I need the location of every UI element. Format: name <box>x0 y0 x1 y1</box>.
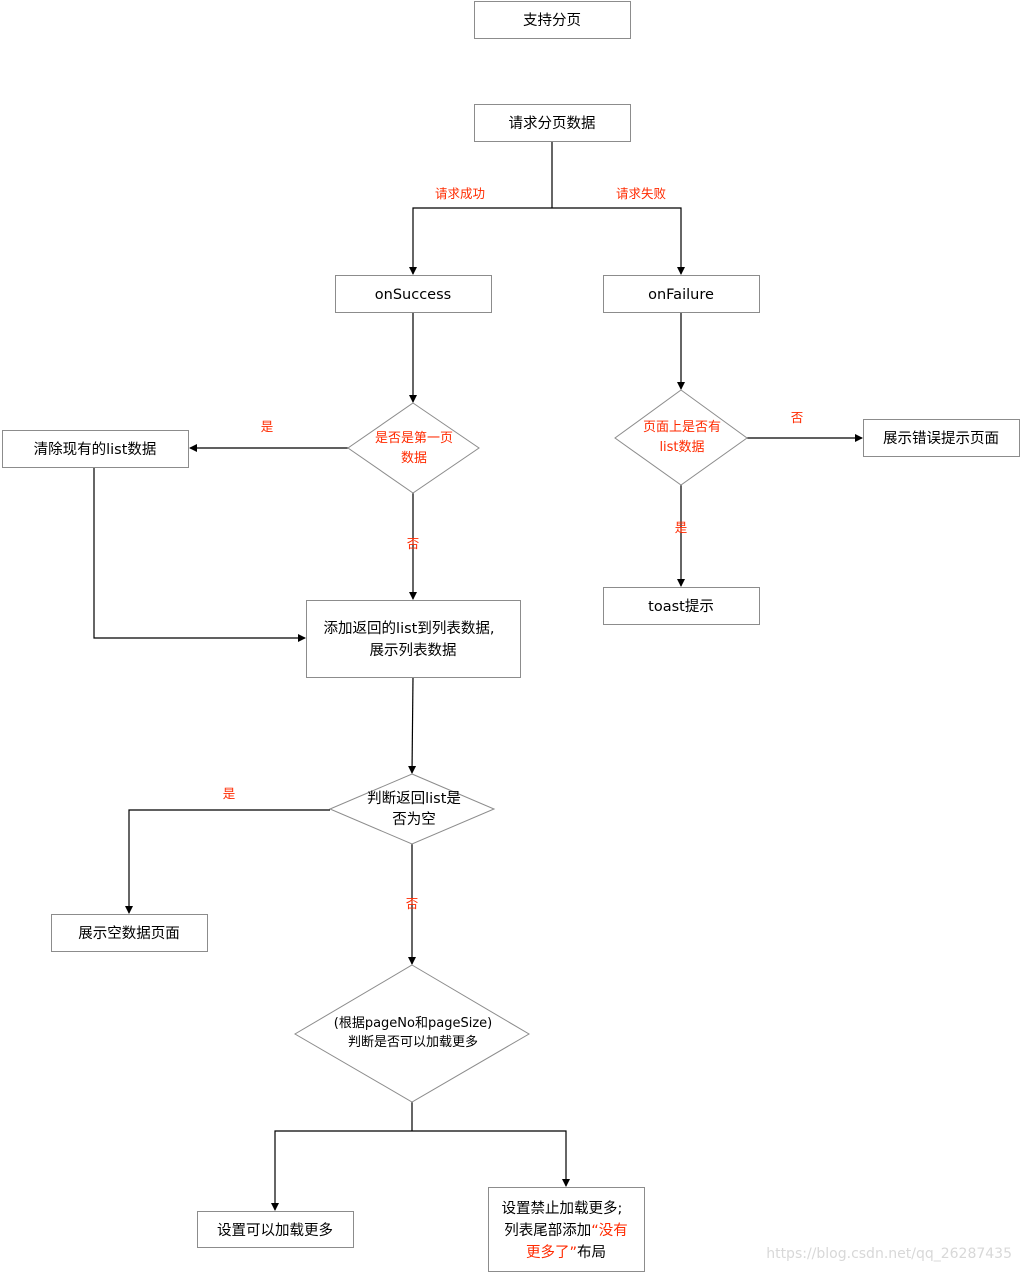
decision-is-list-empty: 判断返回list是 否为空 <box>328 773 496 845</box>
node-set-load-more: 设置可以加载更多 <box>197 1211 354 1248</box>
node-show-empty-page: 展示空数据页面 <box>51 914 208 952</box>
label-has-list-no: 否 <box>791 410 804 425</box>
decision-is-first-page: 是否是第一页 数据 <box>347 402 480 494</box>
label-first-page-yes: 是 <box>261 419 274 434</box>
node-label: 添加返回的list到列表数据, <box>324 620 495 637</box>
decision-page-has-list: 页面上是否有 list数据 <box>614 389 748 486</box>
node-label: 页面上是否有 <box>643 420 721 435</box>
edge-add-to-empty <box>408 676 417 774</box>
node-label: 是否是第一页 <box>375 431 453 446</box>
label-request-failure: 请求失败 <box>616 186 667 201</box>
node-label: 更多了”布局 <box>526 1244 606 1261</box>
edges <box>93 141 863 1211</box>
node-request-page-data: 请求分页数据 <box>474 104 631 142</box>
node-label: 列表尾部添加“没有 <box>504 1222 628 1239</box>
node-disable-load-more: 设置禁止加载更多; 列表尾部添加“没有 更多了”布局 <box>488 1187 645 1272</box>
label-empty-yes: 是 <box>223 786 236 801</box>
node-clear-list: 清除现有的list数据 <box>2 430 189 468</box>
node-label: 清除现有的list数据 <box>34 441 157 458</box>
edge-clear-to-add <box>93 467 306 642</box>
node-label: 判断是否可以加载更多 <box>348 1034 478 1050</box>
label-has-list-yes: 是 <box>675 520 688 535</box>
node-label: 展示错误提示页面 <box>883 430 999 447</box>
node-label: 展示空数据页面 <box>78 925 180 942</box>
label-request-success: 请求成功 <box>435 186 485 201</box>
node-show-error-page: 展示错误提示页面 <box>863 419 1020 457</box>
watermark: https://blog.csdn.net/qq_26287435 <box>766 1246 1012 1262</box>
label-empty-no: 否 <box>406 896 419 911</box>
node-toast: toast提示 <box>603 587 760 625</box>
node-label: 数据 <box>401 451 427 466</box>
node-on-success: onSuccess <box>335 275 492 313</box>
edge-to-onsuccess <box>409 207 552 275</box>
edge-to-onfailure <box>552 207 685 275</box>
node-on-failure: onFailure <box>603 275 760 313</box>
node-label: list数据 <box>659 440 704 455</box>
node-label: 展示列表数据 <box>370 642 457 659</box>
node-label: (根据pageNo和pageSize) <box>334 1016 492 1031</box>
node-label: onFailure <box>648 287 714 303</box>
decision-can-load-more: (根据pageNo和pageSize) 判断是否可以加载更多 <box>294 964 530 1103</box>
node-support-paging: 支持分页 <box>474 1 631 39</box>
node-label: 否为空 <box>392 811 436 828</box>
node-label: toast提示 <box>648 598 714 615</box>
node-label: 请求分页数据 <box>509 115 596 132</box>
node-label: onSuccess <box>375 287 451 303</box>
node-label: 设置禁止加载更多; <box>502 1200 623 1217</box>
edge-to-set-load-more <box>271 1130 412 1211</box>
node-add-list: 添加返回的list到列表数据, 展示列表数据 <box>306 600 521 678</box>
node-label: 判断返回list是 <box>367 790 461 807</box>
label-first-page-no: 否 <box>407 536 420 551</box>
edge-empty-yes <box>125 809 330 914</box>
node-label: 设置可以加载更多 <box>217 1222 333 1239</box>
node-label: 支持分页 <box>523 12 581 29</box>
edge-to-disable-load-more <box>412 1130 570 1187</box>
